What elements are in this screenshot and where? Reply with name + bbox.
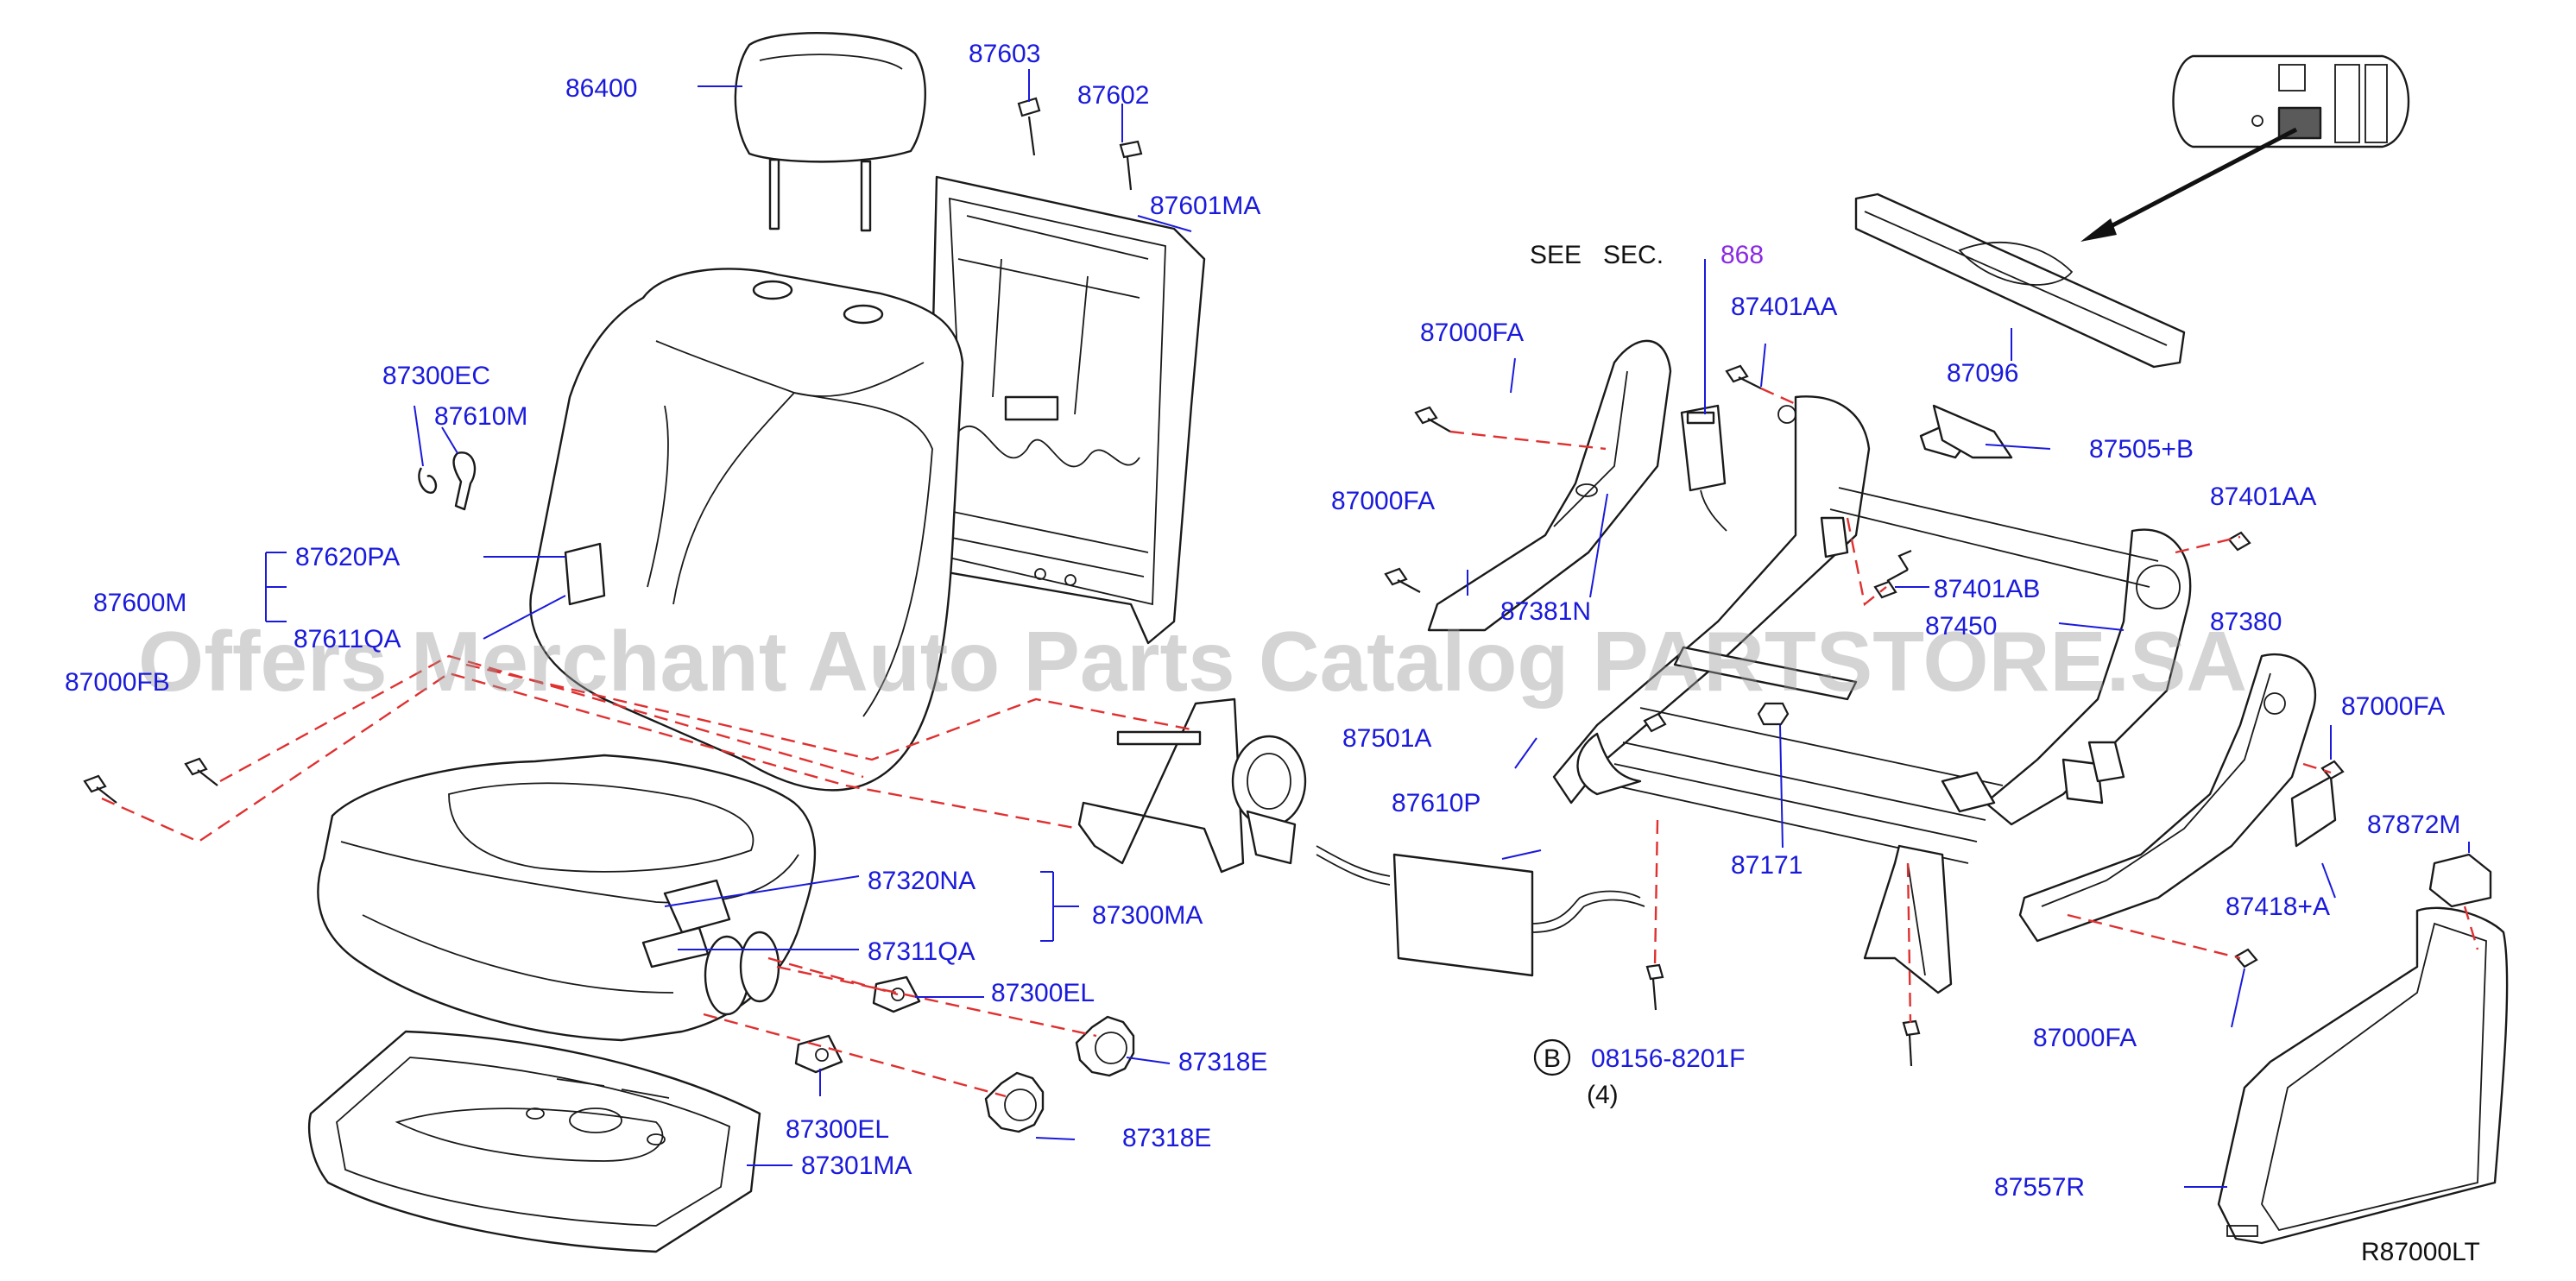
- label-87320NA[interactable]: 87320NA: [868, 867, 975, 895]
- label-87000FA-lower[interactable]: 87000FA: [2033, 1024, 2137, 1052]
- label-87603[interactable]: 87603: [969, 40, 1040, 68]
- headrest-drawing: [734, 32, 926, 232]
- quantity-text: (4): [1587, 1081, 1619, 1109]
- diagram-code: R87000LT: [2361, 1238, 2480, 1266]
- label-87601MA[interactable]: 87601MA: [1150, 192, 1260, 220]
- label-87301MA[interactable]: 87301MA: [801, 1152, 912, 1180]
- label-87501A[interactable]: 87501A: [1342, 724, 1431, 753]
- label-87602[interactable]: 87602: [1077, 81, 1149, 110]
- leader-lines: [265, 69, 2470, 1188]
- hook-clips-drawing: [418, 451, 477, 511]
- back-cover-drawing: [2217, 906, 2509, 1245]
- wire-harness-drawing: [1316, 845, 1645, 977]
- label-87450[interactable]: 87450: [1925, 612, 1997, 640]
- fasteners-center-drawing: [1384, 364, 2345, 1067]
- seat-frame-drawing: [1552, 395, 2192, 994]
- seat-rail-drawing: [1854, 192, 2186, 459]
- label-87171[interactable]: 87171: [1731, 851, 1803, 880]
- seat-back-drawing: [529, 268, 964, 792]
- assembly-guide-lines: [101, 387, 2479, 1098]
- inset-locator-drawing: [2080, 54, 2410, 242]
- label-87000FA-upper[interactable]: 87000FA: [1420, 319, 1524, 347]
- label-87300EL-upper[interactable]: 87300EL: [991, 979, 1095, 1007]
- label-87611QA[interactable]: 87611QA: [294, 625, 401, 653]
- seat-cushion-drawing: [317, 754, 817, 1042]
- watermark-text: Offers Merchant Auto Parts Catalog PARTS…: [138, 614, 2247, 709]
- seat-back-frame-drawing: [913, 175, 1206, 645]
- label-87872M[interactable]: 87872M: [2367, 811, 2460, 839]
- label-87300MA[interactable]: 87300MA: [1092, 901, 1203, 930]
- label-87318E-upper[interactable]: 87318E: [1178, 1048, 1267, 1076]
- label-87000FA-right[interactable]: 87000FA: [2341, 692, 2445, 721]
- label-87096[interactable]: 87096: [1947, 359, 2018, 388]
- label-87318E-lower[interactable]: 87318E: [1122, 1124, 1211, 1152]
- label-87311QA[interactable]: 87311QA: [868, 937, 975, 966]
- label-08156-8201F[interactable]: 08156-8201F: [1591, 1044, 1745, 1073]
- outer-side-cover-drawing: [2018, 653, 2317, 943]
- label-87418A[interactable]: 87418+A: [2226, 893, 2330, 921]
- label-86400[interactable]: 86400: [565, 74, 637, 103]
- bolt-reference-circle: [1533, 1038, 1571, 1076]
- label-87401AB[interactable]: 87401AB: [1934, 575, 2040, 603]
- bolts-left-drawing: [83, 97, 1143, 804]
- label-87600M[interactable]: 87600M: [93, 589, 186, 617]
- label-87381N[interactable]: 87381N: [1500, 597, 1591, 626]
- recliner-mechanism-drawing: [1077, 697, 1307, 874]
- bolt-reference-letter: B: [1544, 1044, 1561, 1073]
- label-87380[interactable]: 87380: [2210, 608, 2282, 636]
- label-87620PA[interactable]: 87620PA: [295, 543, 400, 571]
- label-87557R[interactable]: 87557R: [1994, 1173, 2085, 1202]
- label-87000FA-left[interactable]: 87000FA: [1331, 487, 1435, 515]
- seat-belt-buckle-drawing: [1680, 404, 1727, 532]
- label-87300EL-lower[interactable]: 87300EL: [786, 1115, 889, 1144]
- label-87610P[interactable]: 87610P: [1392, 789, 1481, 817]
- see-section-text: SEE SEC.: [1530, 241, 1664, 269]
- inner-side-cover-drawing: [1427, 339, 1672, 632]
- label-87401AA-upper[interactable]: 87401AA: [1731, 293, 1837, 321]
- label-87000FB[interactable]: 87000FB: [65, 668, 170, 697]
- lever-knob-drawing: [2290, 775, 2492, 908]
- label-87300EC[interactable]: 87300EC: [382, 362, 490, 390]
- label-87401AA-right[interactable]: 87401AA: [2210, 483, 2316, 511]
- label-87610M[interactable]: 87610M: [434, 402, 527, 431]
- seat-cushion-frame-drawing: [308, 1030, 761, 1253]
- label-87505B[interactable]: 87505+B: [2089, 435, 2194, 464]
- see-section-number-link[interactable]: 868: [1720, 241, 1764, 269]
- part-labels: 86400 87603 87602 87601MA 87300EC 87610M…: [65, 40, 2480, 1266]
